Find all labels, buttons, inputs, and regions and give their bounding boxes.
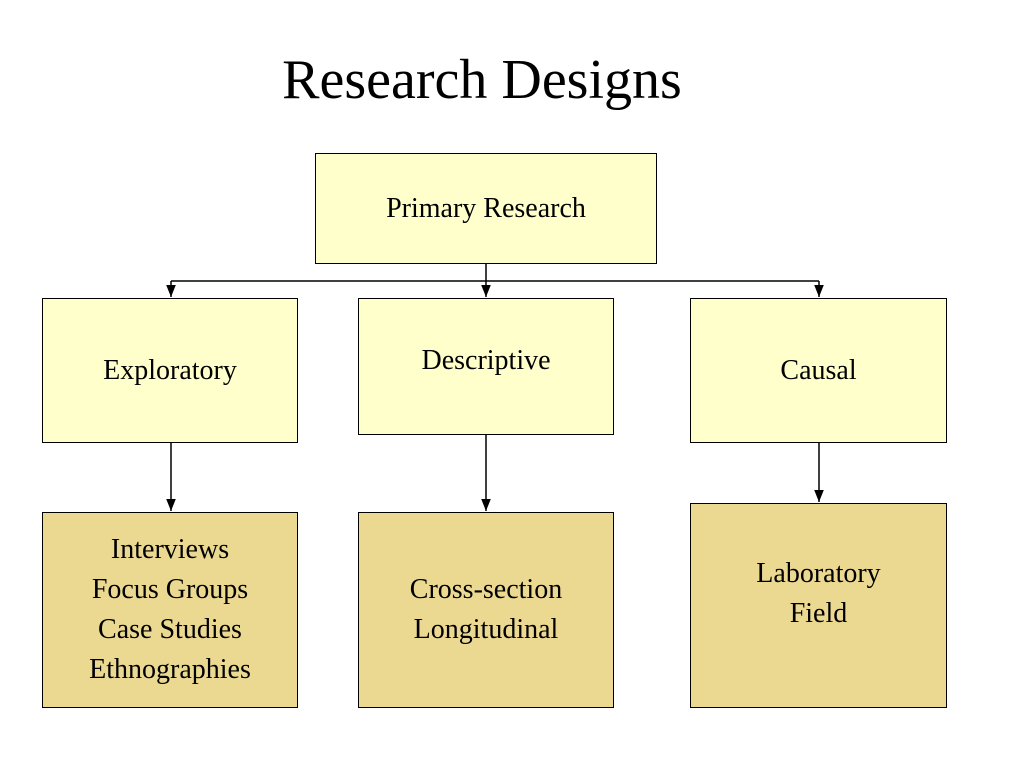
exploratory-label: Exploratory xyxy=(103,354,237,386)
method-cross-section: Cross-section xyxy=(409,574,563,605)
method-focus-groups: Focus Groups xyxy=(91,574,249,605)
primary-research-node: Primary Research xyxy=(315,153,657,264)
causal-methods-node: Laboratory Field xyxy=(690,503,947,708)
method-laboratory: Laboratory xyxy=(756,557,881,589)
page-title: Research Designs xyxy=(282,49,682,111)
method-ethnographies: Ethnographies xyxy=(89,654,251,685)
method-interviews: Interviews xyxy=(110,534,230,565)
exploratory-node: Exploratory xyxy=(42,298,298,443)
causal-label: Causal xyxy=(780,354,857,386)
method-case-studies: Case Studies xyxy=(98,614,242,645)
descriptive-methods-node: Cross-section Longitudinal xyxy=(358,512,614,708)
descriptive-node: Descriptive xyxy=(358,298,614,435)
method-field: Field xyxy=(789,597,848,629)
method-longitudinal: Longitudinal xyxy=(413,614,559,645)
exploratory-methods-node: Interviews Focus Groups Case Studies Eth… xyxy=(42,512,298,708)
causal-node: Causal xyxy=(690,298,947,443)
primary-research-label: Primary Research xyxy=(386,192,586,224)
descriptive-label: Descriptive xyxy=(421,344,551,376)
